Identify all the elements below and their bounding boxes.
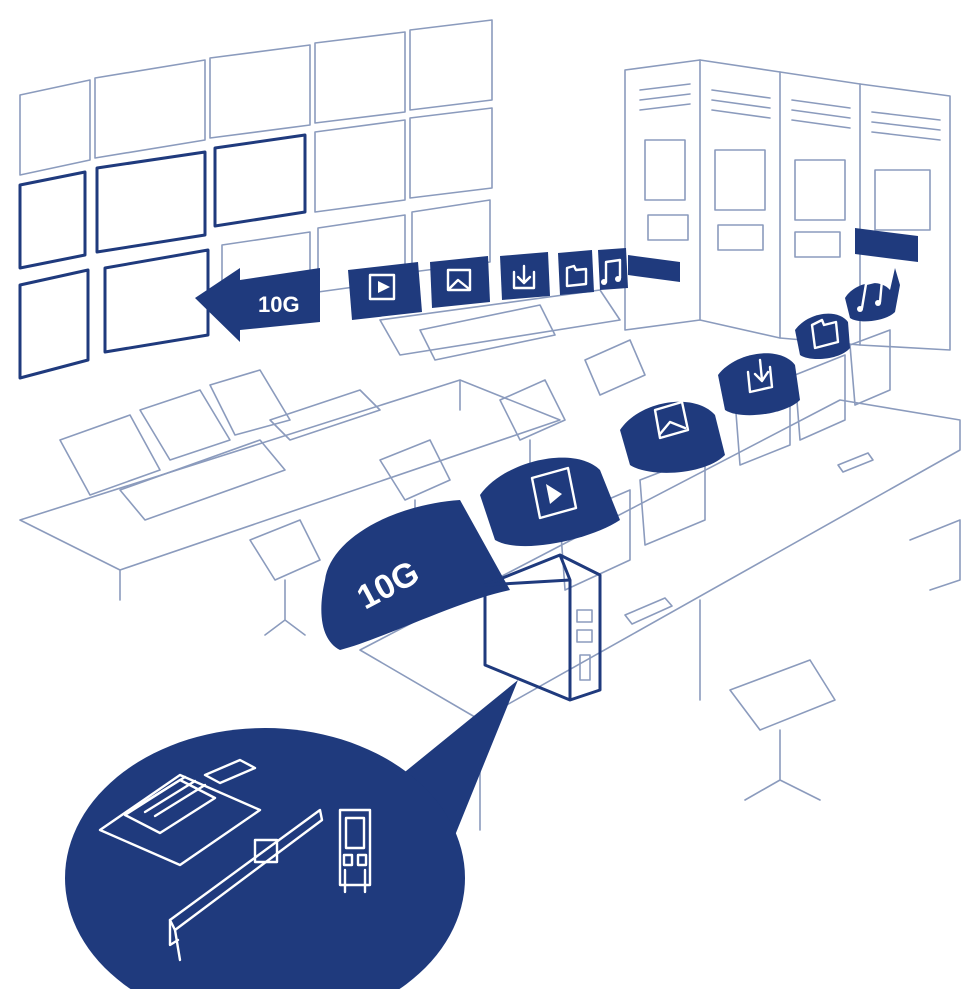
callout-circle [65, 728, 465, 989]
server-racks [625, 60, 950, 350]
nic-callout [65, 680, 518, 989]
upper-speed-label: 10G [258, 292, 300, 317]
lower-10g-stream: 10G [321, 268, 900, 650]
workstation-tower [485, 555, 600, 700]
